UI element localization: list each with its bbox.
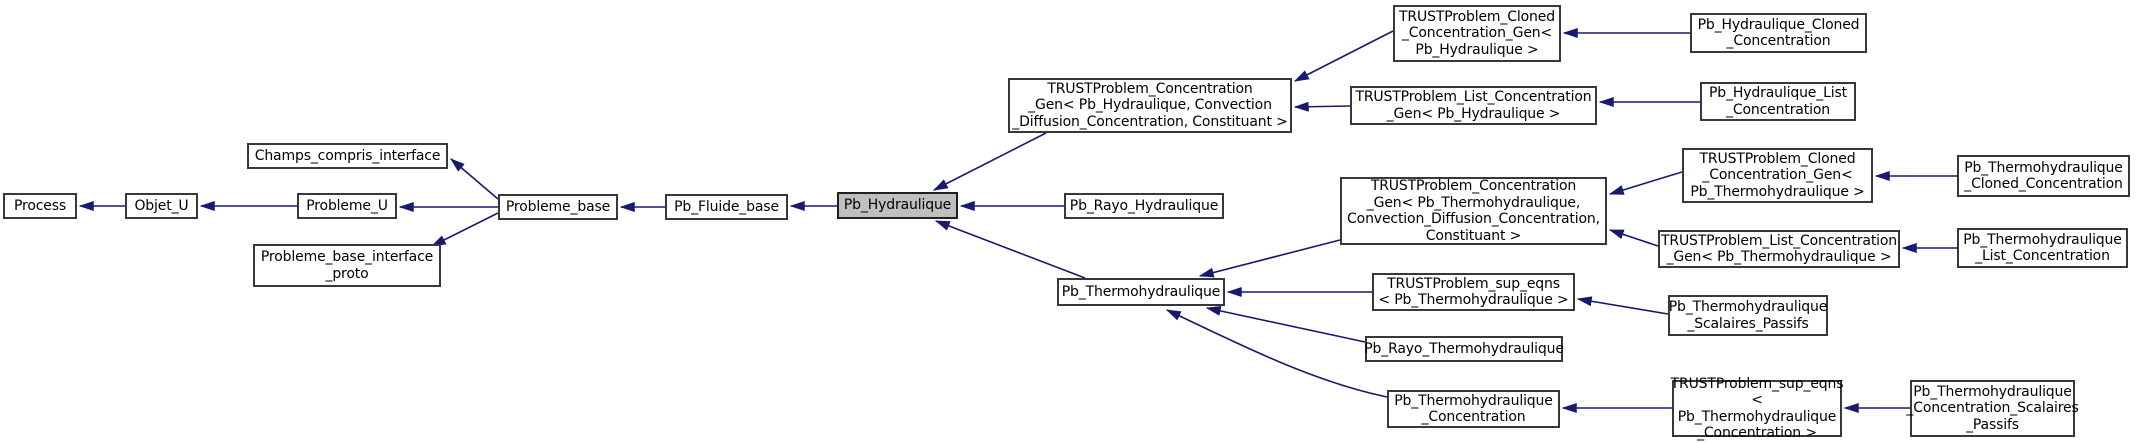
node-probleme-base-interface-proto[interactable]: Probleme_base_interface _proto (253, 244, 441, 287)
edge-problemebase-to-champs (450, 158, 499, 200)
node-champs-compris-interface[interactable]: Champs_compris_interface (247, 143, 448, 169)
edge-trustlistthermo-to-trustconcgenthermo (1608, 229, 1659, 247)
node-trustproblem-concentration-gen-pb-thermohydraulique[interactable]: TRUSTProblem_Concentration _Gen< Pb_Ther… (1340, 177, 1607, 245)
node-pb-rayo-thermohydraulique[interactable]: Pb_Rayo_Thermohydraulique (1364, 336, 1564, 362)
node-probleme-base[interactable]: Probleme_base (498, 194, 618, 220)
edge-trustlisthyd-to-trustconcgenhyd (1293, 101, 1351, 112)
edge-problemebase-to-proto (430, 212, 499, 247)
node-trustproblem-cloned-concentration-gen-pb-thermohydraulique[interactable]: TRUSTProblem_Cloned _Concentration_Gen< … (1682, 148, 1873, 203)
node-pb-thermohydraulique-cloned-concentration[interactable]: Pb_Thermohydraulique _Cloned_Concentrati… (1957, 155, 2130, 197)
node-pb-fluide-base[interactable]: Pb_Fluide_base (665, 194, 788, 220)
edge-pbthermo-to-pbhydraulique (934, 220, 1086, 279)
node-trustproblem-sup-eqns-pb-thermohydraulique[interactable]: TRUSTProblem_sup_eqns < Pb_Thermohydraul… (1372, 273, 1575, 311)
node-pb-thermohydraulique-list-concentration[interactable]: Pb_Thermohydraulique _List_Concentration (1957, 228, 2128, 268)
node-objet-u[interactable]: Objet_U (125, 193, 198, 219)
node-pb-thermohydraulique-scalaires-passifs[interactable]: Pb_Thermohydraulique _Scalaires_Passifs (1668, 295, 1828, 336)
node-trustproblem-list-concentration-gen-pb-thermohydraulique[interactable]: TRUSTProblem_List_Concentration _Gen< Pb… (1658, 230, 1900, 268)
node-trustproblem-sup-eqns-pb-thermohydraulique-concentration[interactable]: TRUSTProblem_sup_eqns < Pb_Thermohydraul… (1670, 375, 1844, 442)
node-trustproblem-list-concentration-gen-pb-hydraulique[interactable]: TRUSTProblem_List_Concentration _Gen< Pb… (1350, 86, 1597, 125)
edge-trustconcgenhyd-to-pbhydraulique (932, 132, 1047, 191)
node-pb-thermohydraulique-concentration-scalaires-passifs[interactable]: Pb_Thermohydraulique _Concentration_Scal… (1906, 380, 2079, 437)
node-trustproblem-concentration-gen-pb-hydraulique[interactable]: TRUSTProblem_Concentration _Gen< Pb_Hydr… (1008, 78, 1292, 133)
node-pb-rayo-hydraulique[interactable]: Pb_Rayo_Hydraulique (1064, 193, 1224, 219)
edge-trustconcgenthermo-to-pbthermo (1198, 239, 1341, 278)
node-pb-thermohydraulique-concentration[interactable]: Pb_Thermohydraulique _Concentration (1387, 390, 1560, 428)
edge-pbthermoscal-to-trustsupeqnsthermo (1576, 296, 1669, 315)
edge-pbrayothermo-to-pbthermo (1205, 306, 1366, 343)
node-trustproblem-cloned-concentration-gen-pb-hydraulique[interactable]: TRUSTProblem_Cloned _Concentration_Gen< … (1393, 5, 1561, 62)
node-pb-thermohydraulique[interactable]: Pb_Thermohydraulique (1057, 278, 1225, 306)
edge-trustclonedhyd-to-trustconcgenhyd (1293, 30, 1394, 82)
node-pb-hydraulique-list-concentration[interactable]: Pb_Hydraulique_List _Concentration (1700, 82, 1856, 121)
node-probleme-u[interactable]: Probleme_U (297, 193, 397, 219)
edge-trustclonedthermo-to-trustconcgenthermo (1608, 171, 1683, 195)
node-pb-hydraulique-cloned-concentration[interactable]: Pb_Hydraulique_Cloned _Concentration (1690, 13, 1867, 53)
node-process[interactable]: Process (3, 193, 77, 219)
edge-pbthermoconc-to-pbthermo (1165, 309, 1388, 398)
node-pb-hydraulique[interactable]: Pb_Hydraulique (837, 192, 958, 219)
